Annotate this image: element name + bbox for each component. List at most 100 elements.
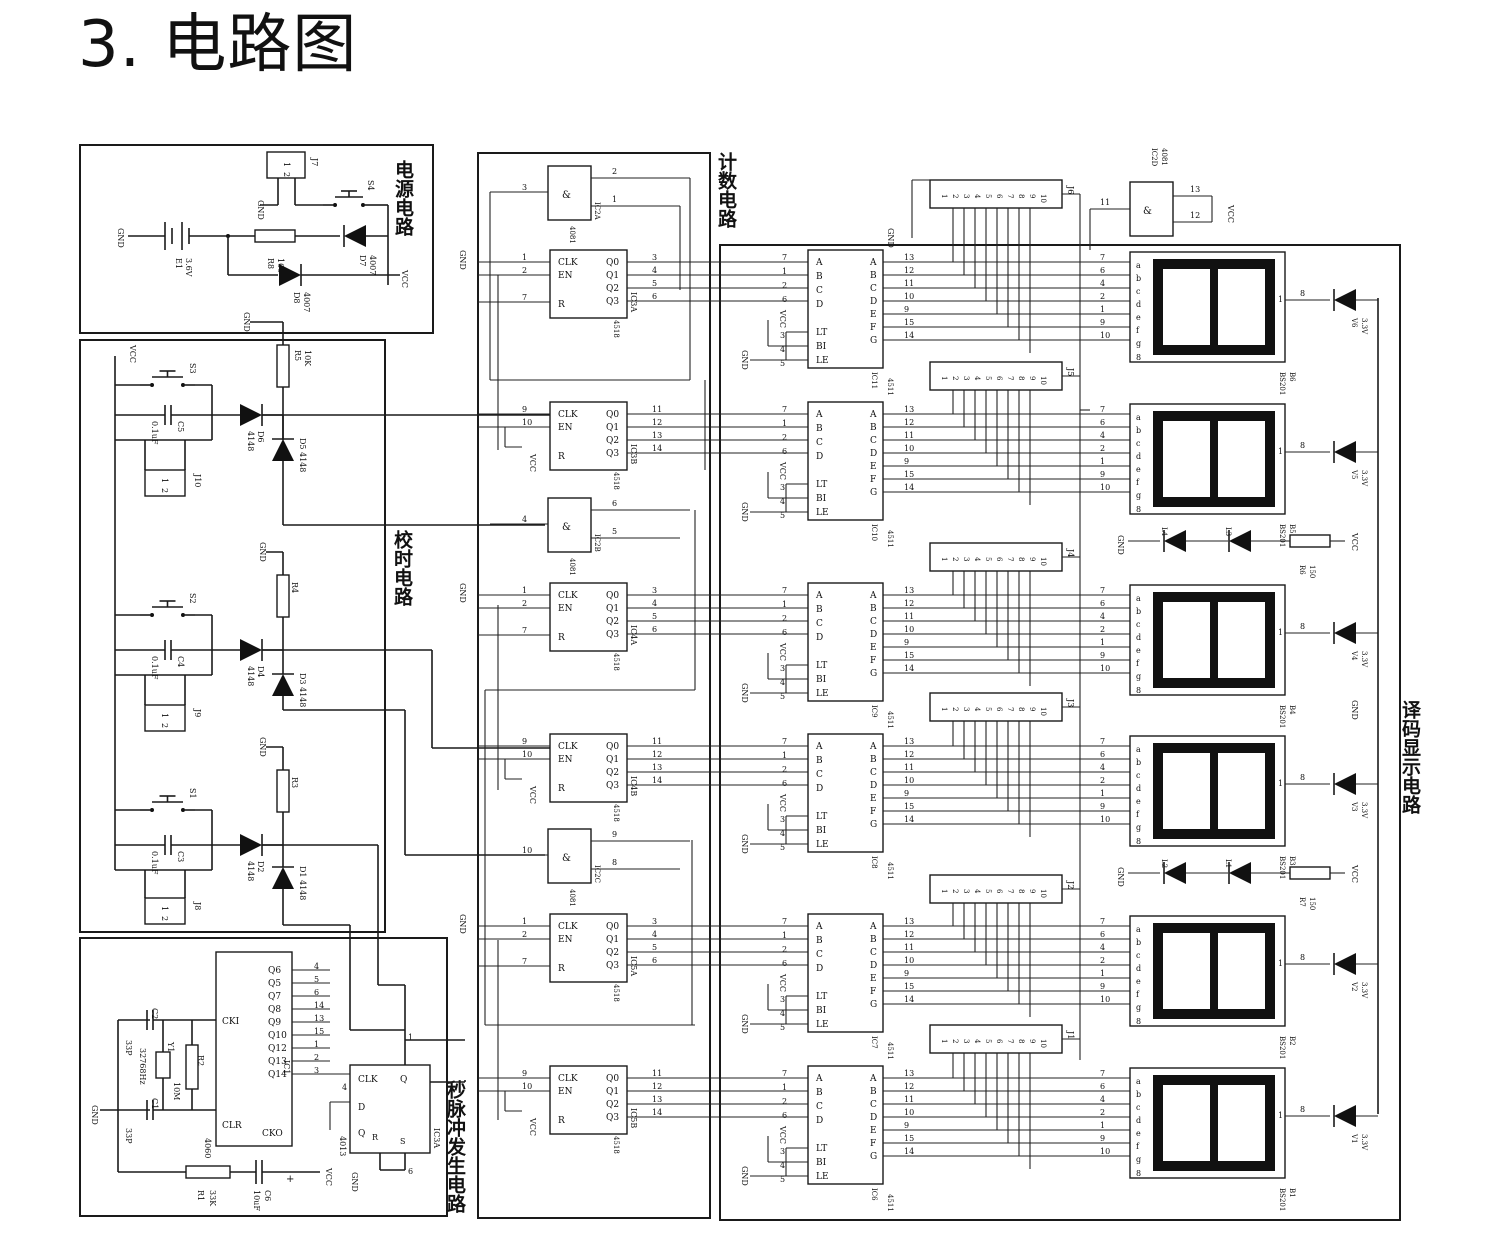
network-pin: 10 [1039,376,1047,385]
pin-num: 10 [1100,331,1110,340]
chip-part: 4511 [886,711,894,729]
chip-ref: IC5A [629,956,638,976]
pin-num: 1 [782,751,787,760]
transistor-v2 [1334,953,1356,975]
pin-label: C [816,438,823,448]
pin-num: 12 [904,930,914,939]
transistor-ref: V5 [1350,469,1358,480]
jack-ref: J9 [193,708,202,717]
network-pin: 4 [973,376,981,381]
segment-label: e [1136,977,1141,986]
pin-num: 10 [904,444,914,453]
pin-num: 3 [522,183,527,192]
pin-num: 8 [1136,505,1141,514]
network-pin: 9 [1028,889,1036,893]
segment-label: f [1136,326,1140,335]
jack-j10 [144,469,186,497]
pin-label: G [870,336,877,346]
pin-num: 8 [1136,1169,1141,1178]
pin-label: R [558,452,565,462]
pin-label: Q3 [606,1113,619,1123]
pin-num: 8 [1300,953,1305,962]
transistor-v5 [1334,441,1356,463]
vcc-label: VCC [528,453,537,472]
pin-num: 11 [904,943,914,952]
vcc-label: VCC [1350,864,1359,883]
pin-num: 10 [522,750,532,759]
pin-label: Q7 [268,992,281,1002]
pin-label: A [869,410,877,420]
pin-num: 5 [652,943,657,952]
pin-num: 3 [314,1066,319,1075]
network-ref: J6 [1066,185,1075,194]
pin-num: 6 [408,1167,413,1176]
pin-num: 13 [652,1095,662,1104]
pin-label: C [816,286,823,296]
pin-label: D [870,449,877,459]
pin-num: 14 [904,995,914,1004]
pin-num: 5 [780,1023,785,1032]
network-pin: 1 [940,194,948,198]
vcc-label: VCC [778,1125,787,1144]
junction-dot [150,613,154,617]
display-part: BS201 [1278,705,1286,728]
pin-num: 1 [1278,295,1283,304]
gate-part: 4081 [568,226,576,244]
network-pin: 6 [995,1039,1003,1044]
pin-num: 7 [782,405,787,414]
pin-num: 1 [1100,638,1105,647]
pin-label: LE [816,840,829,850]
pin-num: 2 [1100,1108,1105,1117]
resistor-r6 [1289,534,1331,548]
resistor-ref: R6 [1298,565,1306,575]
gnd-label: GND [256,200,265,220]
pin-label: Q0 [606,258,619,268]
gnd-label: GND [242,312,251,332]
network-pin: 8 [1017,557,1025,561]
network-pin: 8 [1017,194,1025,198]
network-pin: 10 [1039,1039,1047,1048]
chip-ref: IC6 [870,1188,878,1201]
pin-num: 10 [1100,483,1110,492]
decoder-chip-ic10 [807,401,884,521]
network-ref: J5 [1066,367,1075,376]
display-part: BS201 [1278,372,1286,395]
pin-label: CLK [558,591,578,601]
segment-label: c [1136,951,1141,960]
pin-label: F [870,656,876,666]
segment-label: d [1136,784,1141,793]
gnd-label: GND [90,1105,99,1125]
pin-label: C [816,619,823,629]
pin-num: 7 [1100,917,1105,926]
pin-label: Q [358,1129,365,1139]
pin-num: 7 [1100,1069,1105,1078]
network-pin: 6 [995,376,1003,381]
pin-num: 3 [652,253,657,262]
colon-led-l4 [1164,530,1186,552]
network-pin: 5 [984,707,992,711]
chip-part: 4013 [338,1136,347,1156]
display-part: BS201 [1278,1188,1286,1211]
pin-num: 11 [652,1069,662,1078]
pin-label: LT [816,992,827,1002]
pin-num: 2 [782,614,787,623]
pin-label: F [870,475,876,485]
pin-num: 6 [1100,1082,1105,1091]
counter-chip-ic4b [549,733,628,803]
pin-num: 14 [652,444,662,453]
resistor-ref: R8 [266,258,275,269]
network-pin: 7 [1006,557,1014,561]
diode-value: 4148 [246,666,255,686]
crystal-value: 32768Hz [138,1048,147,1085]
diode-d3 [272,674,294,696]
switch-ref: S1 [188,788,197,799]
resistor-network-j1 [929,1024,1063,1054]
counter-chip-ic4a [549,582,628,652]
segment-label: a [1136,261,1141,270]
pin-num: 6 [782,628,787,637]
decoder-section-frame [719,244,1401,1221]
transistor-value: 3.3V [1360,1134,1368,1151]
gate-symbol: & [562,853,571,864]
pin-num: 13 [904,405,914,414]
gnd-label: GND [458,250,467,270]
